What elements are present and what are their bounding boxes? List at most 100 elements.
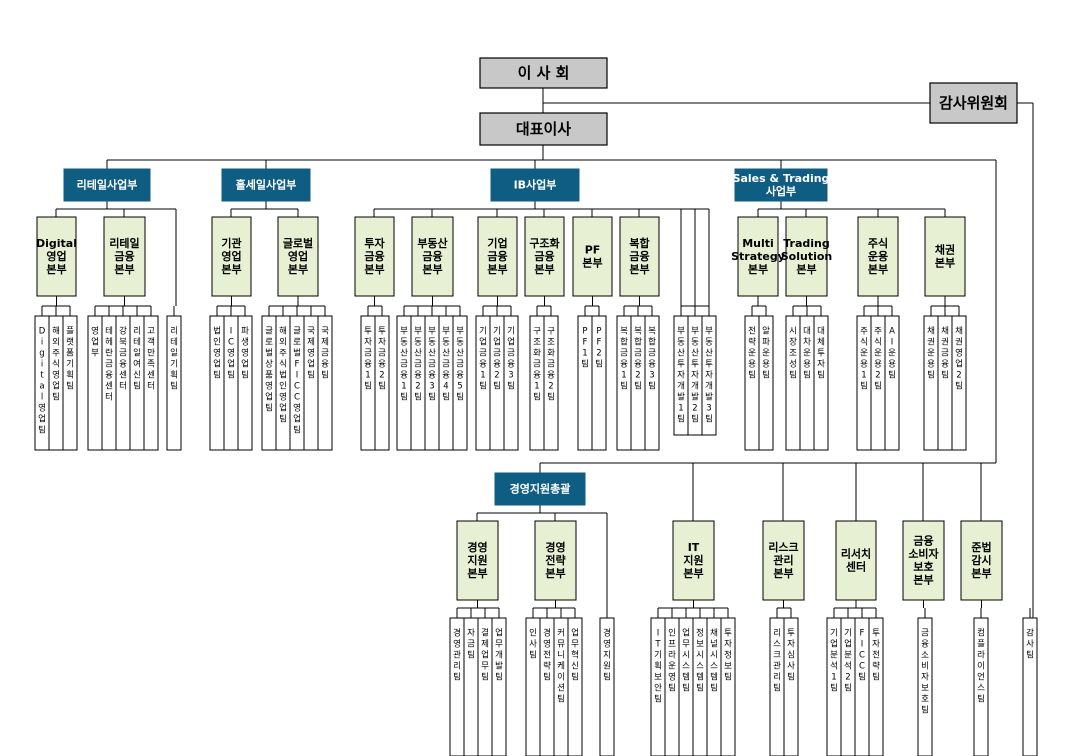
team-t65-box <box>783 617 799 756</box>
ceo-label: 대표이사 <box>516 120 571 138</box>
hq-strategy-box <box>534 520 577 601</box>
board-box-box <box>479 57 608 89</box>
team-t45-box <box>884 315 900 451</box>
division-wholesale: 홀세일사업부 <box>221 168 311 202</box>
team-t9-box <box>166 315 182 451</box>
board-label: 이 사 회 <box>518 64 570 82</box>
hq-restruct-box <box>524 216 565 297</box>
team-t56-box <box>567 617 583 756</box>
hq-global-box <box>277 216 319 297</box>
hq-invfin-box <box>354 216 395 297</box>
hq-multi-box <box>737 216 779 297</box>
division-ib-box <box>490 168 580 202</box>
team-t72-box <box>1022 617 1038 756</box>
audit-committee-box: 감사위원회 <box>929 82 1018 124</box>
team-t63-box <box>720 617 736 756</box>
division-support-box <box>494 472 586 506</box>
division-ib: IB사업부 <box>490 168 580 202</box>
hq-risk-box <box>762 520 805 601</box>
hq-inst-box <box>211 216 252 297</box>
hq-trading-box <box>785 216 828 297</box>
division-label: IB사업부 <box>514 178 557 192</box>
